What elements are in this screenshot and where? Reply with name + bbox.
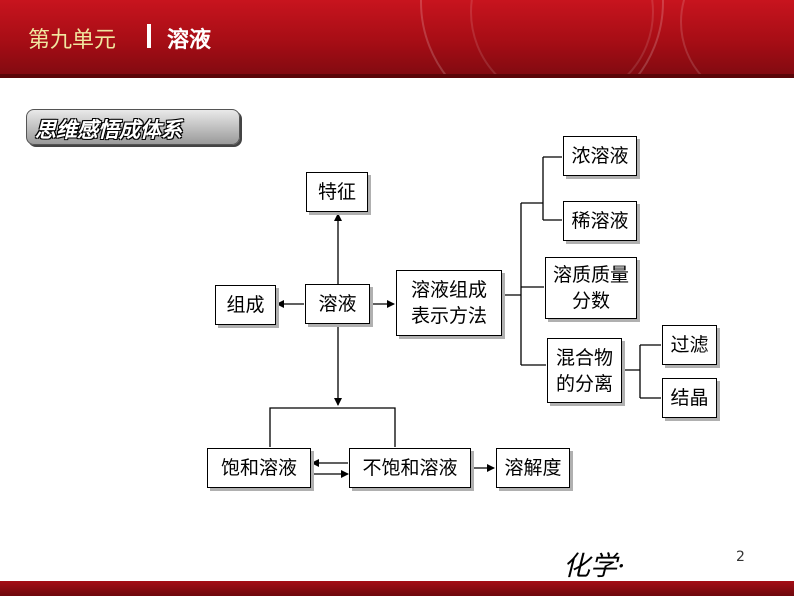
node-fenli: 混合物 的分离 <box>547 338 622 403</box>
saturation-bracket <box>269 407 396 447</box>
node-biaoshi: 溶液组成 表示方法 <box>396 270 502 336</box>
node-rongjiedu: 溶解度 <box>496 448 570 488</box>
node-fenshu: 溶质质量 分数 <box>545 257 637 319</box>
header-bar: 第九单元 溶液 <box>0 0 794 78</box>
node-zucheng: 组成 <box>215 285 276 325</box>
title-separator <box>147 24 151 48</box>
node-guolv: 过滤 <box>662 325 717 365</box>
footer-bar <box>0 581 794 596</box>
node-tezheng: 特征 <box>306 172 368 212</box>
topic-title: 溶液 <box>167 28 212 53</box>
node-buhao: 不饱和溶液 <box>349 448 471 488</box>
section-banner: 思维感悟成体系 <box>26 109 240 145</box>
node-baohe: 饱和溶液 <box>207 448 311 488</box>
subject-label: 化学· <box>563 551 626 582</box>
node-xi: 稀溶液 <box>563 201 637 241</box>
node-nong: 浓溶液 <box>563 136 637 176</box>
decorative-ring <box>680 0 794 78</box>
node-jiejing: 结晶 <box>662 378 717 418</box>
node-rongye: 溶液 <box>305 284 370 324</box>
chapter-title: 第九单元 <box>28 28 117 53</box>
page-number: 2 <box>736 549 745 565</box>
section-banner-label: 思维感悟成体系 <box>35 118 182 142</box>
header-divider <box>0 74 794 78</box>
